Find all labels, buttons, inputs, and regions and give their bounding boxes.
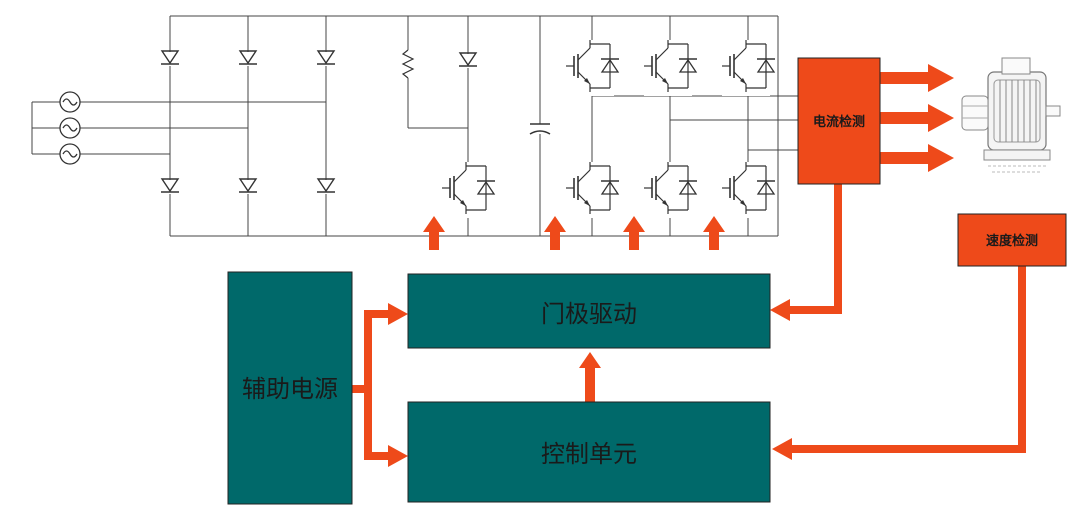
speed-detect-block: 速度检测 (957, 213, 1067, 267)
resistor-icon (401, 49, 415, 79)
speed-detect-label: 速度检测 (986, 233, 1038, 249)
igbt-icon (441, 39, 776, 218)
current-detect-block: 电流检测 (797, 57, 881, 185)
signal-arrows (352, 64, 1026, 467)
gate-drive-block: 门极驱动 (407, 273, 771, 349)
current-detect-label: 电流检测 (813, 114, 865, 130)
control-unit-block: 控制单元 (407, 401, 771, 503)
ac-source-icon (59, 91, 81, 165)
diode-icon (160, 50, 478, 194)
capacitor-icon (529, 123, 551, 135)
control-unit-label: 控制单元 (541, 440, 637, 468)
motor-icon (961, 57, 1061, 173)
aux-power-block: 辅助电源 (227, 271, 353, 505)
aux-power-label: 辅助电源 (242, 375, 338, 403)
gate-drive-label: 门极驱动 (541, 300, 637, 328)
